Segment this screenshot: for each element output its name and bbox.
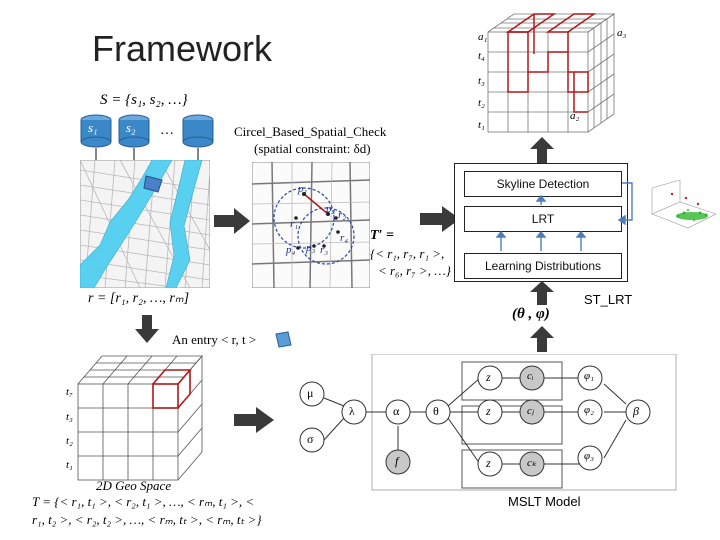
skyline-detection-box: Skyline Detection	[464, 171, 622, 197]
entry-label: An entry < r, t >	[172, 332, 257, 347]
grid-cube	[77, 354, 203, 481]
arrow-up-to-cube	[530, 137, 554, 163]
t-prime-set-line2: < r₆, r₇ >, …}	[378, 263, 451, 278]
lrt-box: LRT	[464, 206, 622, 232]
point-r4: r₄	[340, 232, 349, 244]
cube-top-t4: t₄	[478, 50, 485, 62]
ellipsis-label: …	[160, 123, 174, 138]
cube-top-a1: a₁	[478, 31, 488, 43]
t-prime-set-line1: {< r₁, r₇, r₁ >,	[370, 246, 445, 261]
node-z1: z	[486, 370, 491, 384]
cube-top-a3: a₃	[617, 27, 627, 39]
node-lambda: λ	[349, 404, 355, 418]
city-map	[80, 160, 210, 288]
s1-label: s₁	[88, 120, 98, 135]
grid-t1: t₁	[66, 459, 73, 471]
node-mu: μ	[307, 386, 314, 400]
mslt-model-diagram	[299, 354, 677, 491]
s2-label: s₂	[126, 120, 136, 135]
node-z2: z	[486, 404, 491, 418]
node-ci: cᵢ	[527, 370, 534, 382]
t-set-line2: r₁, t₂ >, < r₂, t₂ >, …, < rₘ, tₜ >, < r…	[32, 512, 262, 527]
cube-top-a2: a₂	[570, 110, 580, 122]
point-r2: r₂	[338, 209, 347, 221]
arrow-params-to-pipeline	[530, 281, 554, 305]
learning-distributions-box: Learning Distributions	[464, 253, 622, 279]
stream-set-label: S = {s₁, s₂, …}	[100, 92, 188, 108]
node-sigma: σ	[307, 432, 314, 446]
spatial-check-name: Circel_Based_Spatial_Check	[234, 124, 387, 139]
cube-top-t2: t₂	[478, 97, 485, 109]
node-alpha: α	[393, 404, 400, 418]
node-theta: θ	[433, 404, 439, 418]
page-title: Framework	[92, 28, 273, 69]
arrow-route-to-grid	[135, 315, 159, 343]
node-ck: cₖ	[527, 457, 537, 469]
grid-t2: t₂	[66, 435, 73, 447]
node-z3: z	[486, 456, 491, 470]
arrow-grid-to-model	[234, 407, 274, 433]
top-cube	[487, 13, 616, 133]
scatter-thumbnail	[651, 180, 717, 229]
cylinder-sn	[182, 114, 214, 148]
arrow-map-to-check	[214, 208, 250, 234]
cube-top-t3: t₃	[478, 75, 485, 87]
point-r3: r₃	[320, 244, 329, 256]
point-p4: p₄	[286, 244, 296, 256]
spatial-check-map	[252, 162, 370, 288]
params-label: (θ , φ)	[512, 306, 550, 322]
cylinder-s1	[80, 114, 112, 148]
point-p1: p₁	[298, 183, 308, 195]
node-phi3: φ₃	[584, 450, 594, 462]
t-prime-label: T′ =	[370, 228, 394, 243]
node-beta: β	[633, 404, 639, 418]
route-label: r = [r₁, r₂, …, rₘ]	[88, 291, 190, 306]
arrow-check-to-pipeline	[420, 206, 460, 232]
t-set-line1: T = {< r₁, t₁ >, < r₂, t₁ >, …, < rₘ, t₁…	[32, 494, 255, 509]
grid-t7: t₇	[66, 386, 73, 398]
node-cj: cⱼ	[527, 405, 534, 417]
geo-space-caption: 2D Geo Space	[96, 478, 172, 493]
point-p3: p₃	[306, 242, 316, 254]
mslt-model-label: MSLT Model	[508, 494, 581, 509]
st-lrt-label: ST_LRT	[584, 292, 633, 307]
cylinder-s2	[118, 114, 150, 148]
spatial-constraint-label: (spatial constraint: δd)	[254, 141, 371, 156]
point-r1: r₁	[290, 218, 299, 230]
node-f: f	[395, 454, 399, 468]
point-p2: p₂	[326, 203, 336, 215]
pipeline-arrows	[495, 182, 633, 251]
entry-cell-icon	[275, 331, 292, 348]
node-phi2: φ₂	[584, 404, 594, 416]
cube-top-t1: t₁	[478, 119, 485, 131]
grid-t3: t₃	[66, 411, 73, 423]
node-phi1: φ₁	[584, 370, 594, 382]
stream-cylinders	[80, 114, 214, 160]
arrow-model-to-params	[530, 326, 554, 352]
